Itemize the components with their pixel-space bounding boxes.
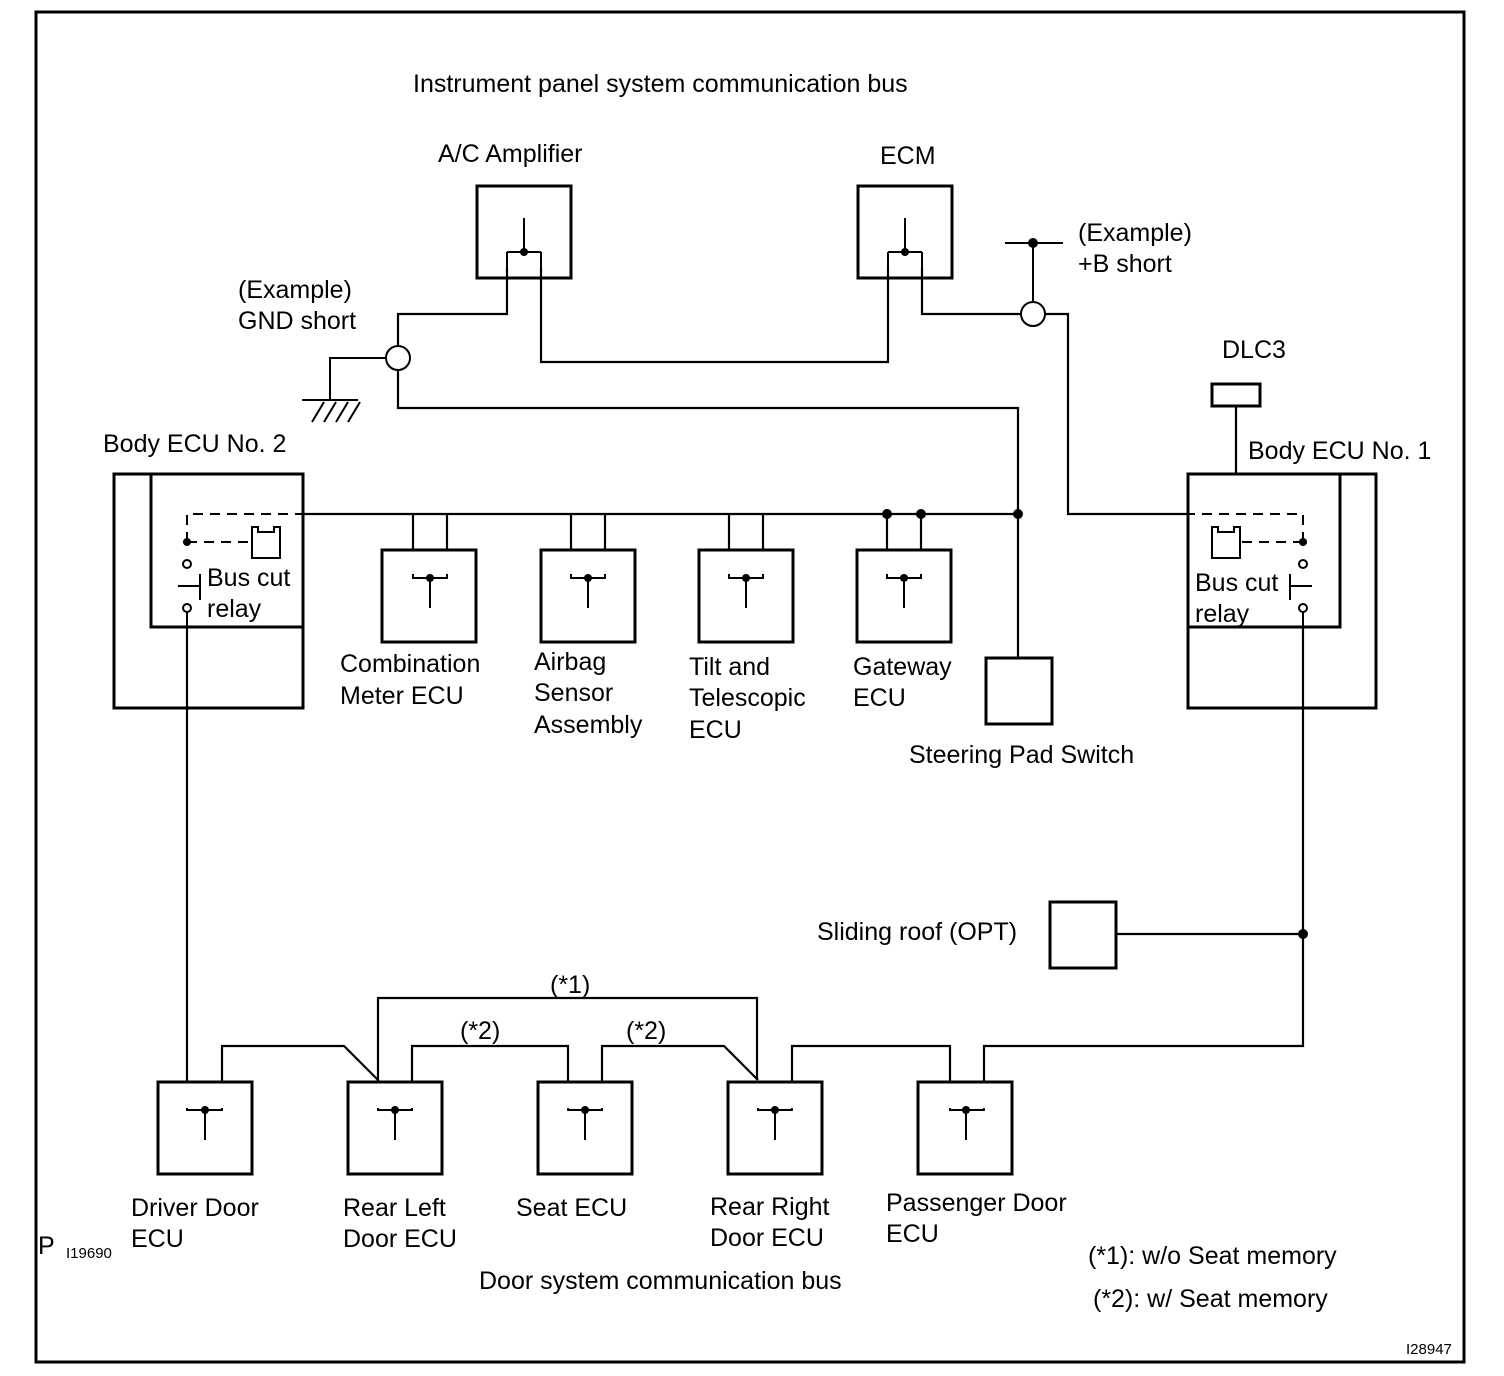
body-ecu-2-label: Body ECU No. 2 — [103, 430, 286, 458]
ecm-label: ECM — [880, 142, 936, 170]
sliding-roof-label: Sliding roof (OPT) — [817, 918, 1017, 946]
tilt-label-2: Telescopic — [689, 684, 806, 712]
steering-pad-switch-box — [984, 656, 1054, 726]
combination-label-2: Meter ECU — [340, 682, 464, 710]
door-bus-title: Door system communication bus — [479, 1267, 842, 1295]
code-right-label: I28947 — [1406, 1341, 1452, 1358]
ac-amplifier-unit — [475, 184, 573, 280]
ac-amplifier-label: A/C Amplifier — [438, 140, 582, 168]
relay-right-label-1: Bus cut — [1195, 569, 1278, 597]
ecm-unit — [856, 184, 954, 280]
junction-gateway-1 — [882, 509, 892, 519]
passenger-door-ecu — [916, 1080, 1014, 1176]
body-ecu-2 — [112, 472, 305, 710]
gateway-ecu — [855, 548, 953, 644]
combination-label-1: Combination — [340, 650, 480, 678]
rear-left-door-ecu — [346, 1080, 444, 1176]
tilt-label-1: Tilt and — [689, 653, 770, 681]
tilt-label-3: ECU — [689, 716, 742, 744]
code-left-label: I19690 — [66, 1245, 112, 1262]
dlc3-box — [1210, 382, 1262, 408]
b-short-label: +B short — [1078, 250, 1172, 278]
driver-door-label-2: ECU — [131, 1225, 184, 1253]
steering-pad-label: Steering Pad Switch — [909, 741, 1134, 769]
seat-ecu — [536, 1080, 634, 1176]
gateway-label-2: ECU — [853, 684, 906, 712]
dlc3-connector — [1210, 382, 1262, 474]
tilt-telescopic-ecu — [697, 548, 795, 644]
gnd-short-ring — [385, 345, 411, 371]
gnd-short-label: GND short — [238, 307, 356, 335]
passenger-label-1: Passenger Door — [886, 1189, 1067, 1217]
rear-left-label-2: Door ECU — [343, 1225, 457, 1253]
junction-gateway-2 — [916, 509, 926, 519]
rear-right-label-2: Door ECU — [710, 1224, 824, 1252]
relay-left-label-2: relay — [207, 595, 262, 623]
airbag-sensor-assembly — [539, 548, 637, 644]
driver-door-label-1: Driver Door — [131, 1194, 259, 1222]
body-ecu-1 — [1186, 472, 1378, 710]
body-ecu-1-label: Body ECU No. 1 — [1248, 437, 1431, 465]
driver-door-ecu — [156, 1080, 254, 1176]
relay-left-label-1: Bus cut — [207, 564, 290, 592]
ecm-node — [901, 248, 909, 256]
mark-2b-label: (*2) — [626, 1017, 666, 1045]
passenger-label-2: ECU — [886, 1220, 939, 1248]
relay-right-label-2: relay — [1195, 600, 1250, 628]
combination-meter-ecu — [380, 548, 478, 644]
gnd-example-label: (Example) — [238, 276, 352, 304]
airbag-label-1: Airbag — [534, 648, 606, 676]
rear-right-door-ecu — [726, 1080, 824, 1176]
junction-sliding-roof — [1298, 929, 1308, 939]
airbag-label-3: Assembly — [534, 711, 643, 739]
relay-coil-right — [1211, 526, 1241, 559]
mark-2a-label: (*2) — [460, 1017, 500, 1045]
junction-steering — [1013, 509, 1023, 519]
b-short-example — [1005, 238, 1063, 327]
sliding-roof-box — [1048, 900, 1118, 970]
b-short-ring — [1020, 301, 1046, 327]
airbag-label-2: Sensor — [534, 679, 613, 707]
dlc3-label: DLC3 — [1222, 336, 1286, 364]
relay-coil-left — [251, 526, 281, 559]
seat-ecu-label: Seat ECU — [516, 1194, 627, 1222]
gateway-label-1: Gateway — [853, 653, 952, 681]
code-p-label: P — [38, 1232, 55, 1260]
instrument-bus-title: Instrument panel system communication bu… — [413, 70, 908, 98]
body-ecu-1-inner — [1186, 472, 1342, 629]
note-2-label: (*2): w/ Seat memory — [1093, 1285, 1328, 1313]
gnd-short-example — [302, 345, 411, 423]
mark-1-label: (*1) — [550, 971, 590, 999]
body-ecu-2-inner — [149, 472, 305, 629]
rear-right-label-1: Rear Right — [710, 1193, 830, 1221]
rear-left-label-1: Rear Left — [343, 1194, 446, 1222]
b-example-label: (Example) — [1078, 219, 1192, 247]
door-bus-wires — [185, 627, 1305, 1108]
note-1-label: (*1): w/o Seat memory — [1088, 1242, 1337, 1270]
ac-amplifier-node — [520, 248, 528, 256]
